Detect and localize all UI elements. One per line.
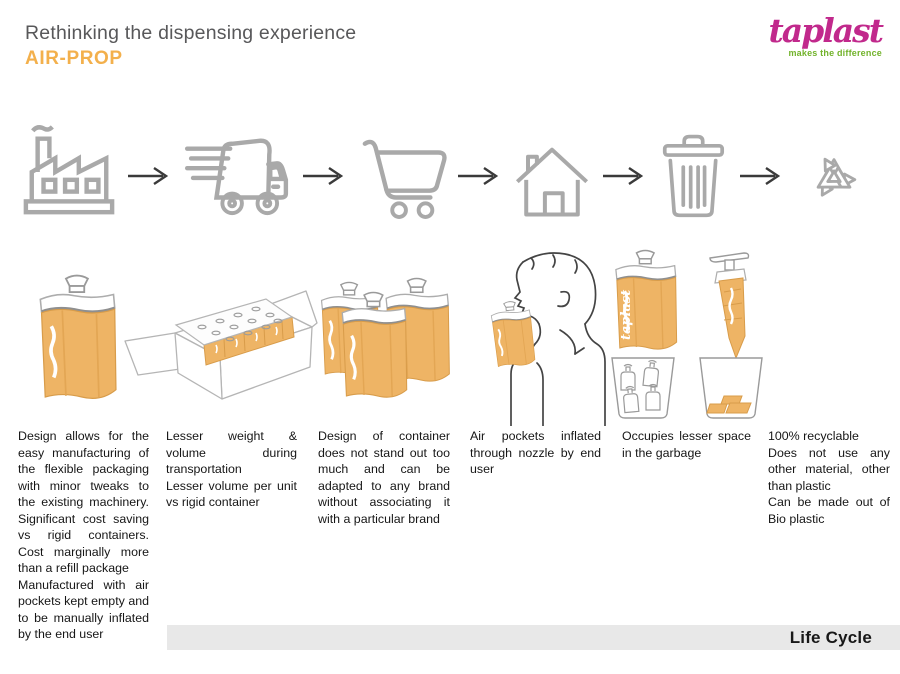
arrow-right-icon bbox=[128, 167, 169, 185]
factory-icon bbox=[23, 125, 115, 215]
footer-label: Life Cycle bbox=[789, 627, 872, 647]
illustration-disposal-recycle: taplast bbox=[611, 249, 763, 419]
stage-text-retail: Design of container does not stand out t… bbox=[318, 429, 450, 526]
delivery-truck-icon bbox=[184, 138, 288, 216]
trash-bin-icon bbox=[663, 134, 725, 218]
stage-text-transportation: Lesser weight & volume during transporta… bbox=[166, 429, 297, 509]
lifecycle-icon-row bbox=[20, 123, 874, 219]
footer-bar: Life Cycle bbox=[167, 625, 900, 650]
stage-text-disposal: Occupies lesser space in the garbage bbox=[622, 429, 751, 460]
page-subtitle: AIR-PROP bbox=[25, 48, 123, 69]
stage-text-home-use: Air pockets inflated through nozzle by e… bbox=[470, 429, 601, 476]
page-title: Rethinking the dispensing experience bbox=[25, 22, 357, 44]
house-icon bbox=[516, 147, 589, 217]
illustration-packages-in-box bbox=[124, 290, 318, 400]
arrow-right-icon bbox=[739, 167, 780, 185]
logo-brand-text: taplast bbox=[768, 11, 884, 50]
arrow-right-icon bbox=[303, 167, 344, 185]
shopping-cart-icon bbox=[362, 139, 447, 219]
stage-text-manufacturing: Design allows for the easy manufacturing… bbox=[18, 429, 149, 641]
arrow-right-icon bbox=[457, 167, 499, 185]
taplast-logo: taplast makes the difference bbox=[732, 11, 884, 58]
logo-tagline: makes the difference bbox=[788, 47, 882, 58]
illustration-three-packages bbox=[320, 276, 451, 399]
recycle-icon bbox=[816, 157, 857, 197]
illustration-person-inflating-package bbox=[489, 252, 606, 426]
header: Rethinking the dispensing experience AIR… bbox=[25, 22, 356, 70]
illustration-single-package bbox=[38, 273, 118, 401]
stage-text-recycling: 100% recyclable Does not use any other m… bbox=[768, 429, 890, 526]
arrow-right-icon bbox=[602, 167, 643, 185]
package-brand-text: taplast bbox=[619, 290, 634, 340]
